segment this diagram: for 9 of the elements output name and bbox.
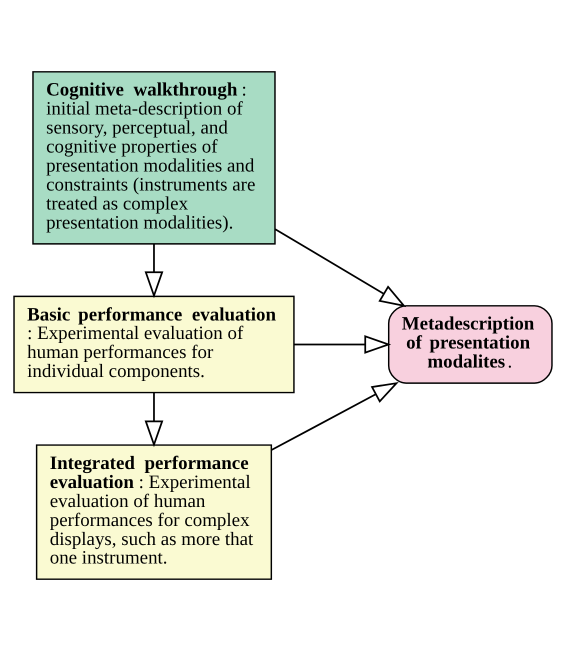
node-box: Basic performance evaluation: Experimental evaluation of human performances for individual components.	[13, 295, 295, 393]
arrow	[144, 243, 164, 298]
node-box: Cognitive walkthrough: initial meta-description of sensory, perceptual, and cognitive properties of presentation modalities and constraints (instruments are treated as complex presentation modalities).	[32, 70, 276, 244]
node-box: Integrated performance evaluation: Experimental evaluation of human performances for complex displays, such as more that one instrument.	[36, 444, 272, 580]
arrow	[274, 228, 406, 307]
arrow	[271, 381, 399, 450]
node-box: Metadescription of presentation modalites.	[388, 304, 553, 384]
arrow	[294, 334, 392, 354]
arrow	[144, 392, 164, 447]
